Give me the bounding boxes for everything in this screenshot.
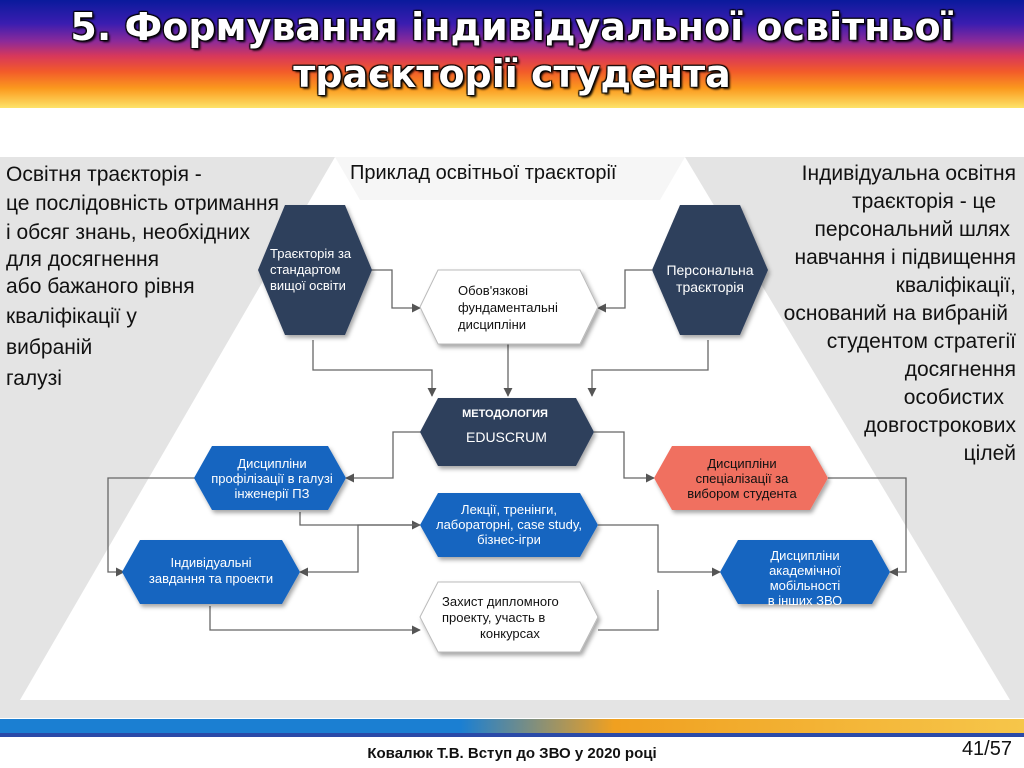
connector-personal-methodology [587,340,709,397]
methodology-label: МЕТОДОЛОГИЯ EDUSCRUM [440,406,570,446]
methodology-name: EDUSCRUM [466,429,547,445]
definition-line: цілей [963,442,1016,465]
label-line: вибором студента [687,486,797,501]
personal-trajectory-hexagon[interactable] [652,205,768,335]
connector-personal-mandatory [597,269,652,313]
page-number: 41/57 [961,738,1012,760]
label-line: завдання та проекти [148,571,274,586]
definition-line: навчання і підвищення [794,246,1016,269]
label-line: Дисципліни [770,548,840,563]
diagram-title: Приклад освітньої траєкторії [350,162,617,184]
definition-line: оснований на вибраній [783,302,1008,325]
standard-trajectory-label: Траєкторія за стандартом вищої освіти [262,246,376,294]
slide-title-line-1: 5. Формування індивідуальної освітньої [70,5,954,49]
label-line: профілізації в галузі [211,471,333,486]
mandatory-disciplines-label: Обов'язкові фундаментальні дисципліни [448,282,588,333]
definition-line: або бажаного рівня [6,275,195,298]
profiling-disciplines-label: Дисципліни профілізації в галузі інженер… [210,456,334,501]
definition-line: кваліфікації у [6,305,137,328]
individual-trajectory-definition: Індивідуальна освітня траєкторія - це пе… [686,160,1016,468]
trajectory-definition: Освітня траєкторія - це послідовність от… [6,160,306,394]
specialization-disciplines-shape[interactable] [654,446,828,510]
methodology-title: МЕТОДОЛОГИЯ [462,408,548,420]
standard-trajectory-hexagon[interactable] [258,205,372,335]
label-line: Дисципліни [237,456,307,471]
methodology-shape[interactable] [420,398,594,466]
label-line: інженерії ПЗ [234,486,310,501]
label-line: дисципліни [458,317,527,332]
label-line: стандартом [270,262,341,277]
label-line: спеціалізації за [695,471,789,486]
title-banner: 5. Формування індивідуальної освітньої т… [0,0,1024,108]
label-line: конкурсах [480,626,540,641]
label-line: Персональна [666,262,754,278]
personal-trajectory-label: Персональна траєкторія [652,262,768,296]
definition-line: траєкторія - це [851,190,996,213]
connector-methodology-specialization [594,431,655,483]
definition-line: довгострокових [864,414,1016,437]
label-line: Захист дипломного [442,594,559,609]
mandatory-disciplines-shape[interactable] [419,269,599,345]
definition-line: досягнення [904,358,1016,381]
connector-individual-defense [209,606,421,635]
thesis-defense-label: Захист дипломного проекту, участь в конк… [436,594,582,642]
footer-author: Ковалюк Т.В. Вступ до ЗВО у 2020 році [367,745,657,762]
slide-title-line-2: траєкторії студента [293,52,731,96]
slide-title: 5. Формування індивідуальної освітньої т… [0,4,1024,98]
definition-line: вибраній [6,336,93,359]
label-line: лабораторні, case study, [435,517,582,532]
label-line: Індивідуальні [170,555,252,570]
definition-line: Освітня траєкторія - [6,163,202,186]
connector-standard-methodology [312,340,437,397]
label-line: Лекції, тренінги, [461,502,557,517]
connector-specialization-academic [828,477,907,577]
label-line: проекту, участь в [442,610,546,625]
label-line: в інших ЗВО [767,593,843,608]
connector-lectures-individual [299,524,420,577]
label-line: Траєкторія за [270,246,352,261]
definition-line: особистих [903,386,1004,409]
specialization-disciplines-label: Дисципліни спеціалізації за вибором студ… [670,456,814,501]
thesis-defense-shape[interactable] [419,581,599,653]
individual-tasks-shape[interactable] [122,540,300,604]
label-line: бізнес-ігри [477,532,541,547]
footer-bar [0,719,1024,733]
definition-line: і обсяг знань, необхідних [6,221,250,244]
definition-line: студентом стратегії [826,330,1016,353]
definition-line: кваліфікації, [895,274,1016,297]
label-line: фундаментальні [458,300,558,315]
academic-mobility-label: Дисципліни академічної мобільності в інш… [736,548,874,608]
definition-line: Індивідуальна освітня [801,162,1016,185]
label-line: Обов'язкові [458,283,529,298]
footer-accent-line [0,733,1024,737]
label-line: Дисципліни [707,456,777,471]
label-line: траєкторія [676,279,744,295]
individual-tasks-label: Індивідуальні завдання та проекти [138,555,284,587]
lectures-label: Лекції, тренінги, лабораторні, case stud… [434,502,584,547]
academic-mobility-shape[interactable] [720,540,890,604]
definition-line: галузі [6,367,62,390]
connector-lectures-academic [598,524,721,577]
connector-methodology-profiling [345,431,422,483]
connector-profiling-individual [107,477,196,577]
label-line: вищої освіти [270,278,346,293]
connectors [107,269,907,635]
definition-line: для досягнення [6,248,160,271]
profiling-disciplines-shape[interactable] [194,446,346,510]
connector-defense-academic [598,590,659,631]
pyramid-top-shade [335,157,685,200]
definition-line: це послідовність отримання [6,192,279,215]
lectures-shape[interactable] [420,493,598,557]
label-line: академічної мобільності [769,563,841,593]
definition-line: персональний шлях [814,218,1010,241]
